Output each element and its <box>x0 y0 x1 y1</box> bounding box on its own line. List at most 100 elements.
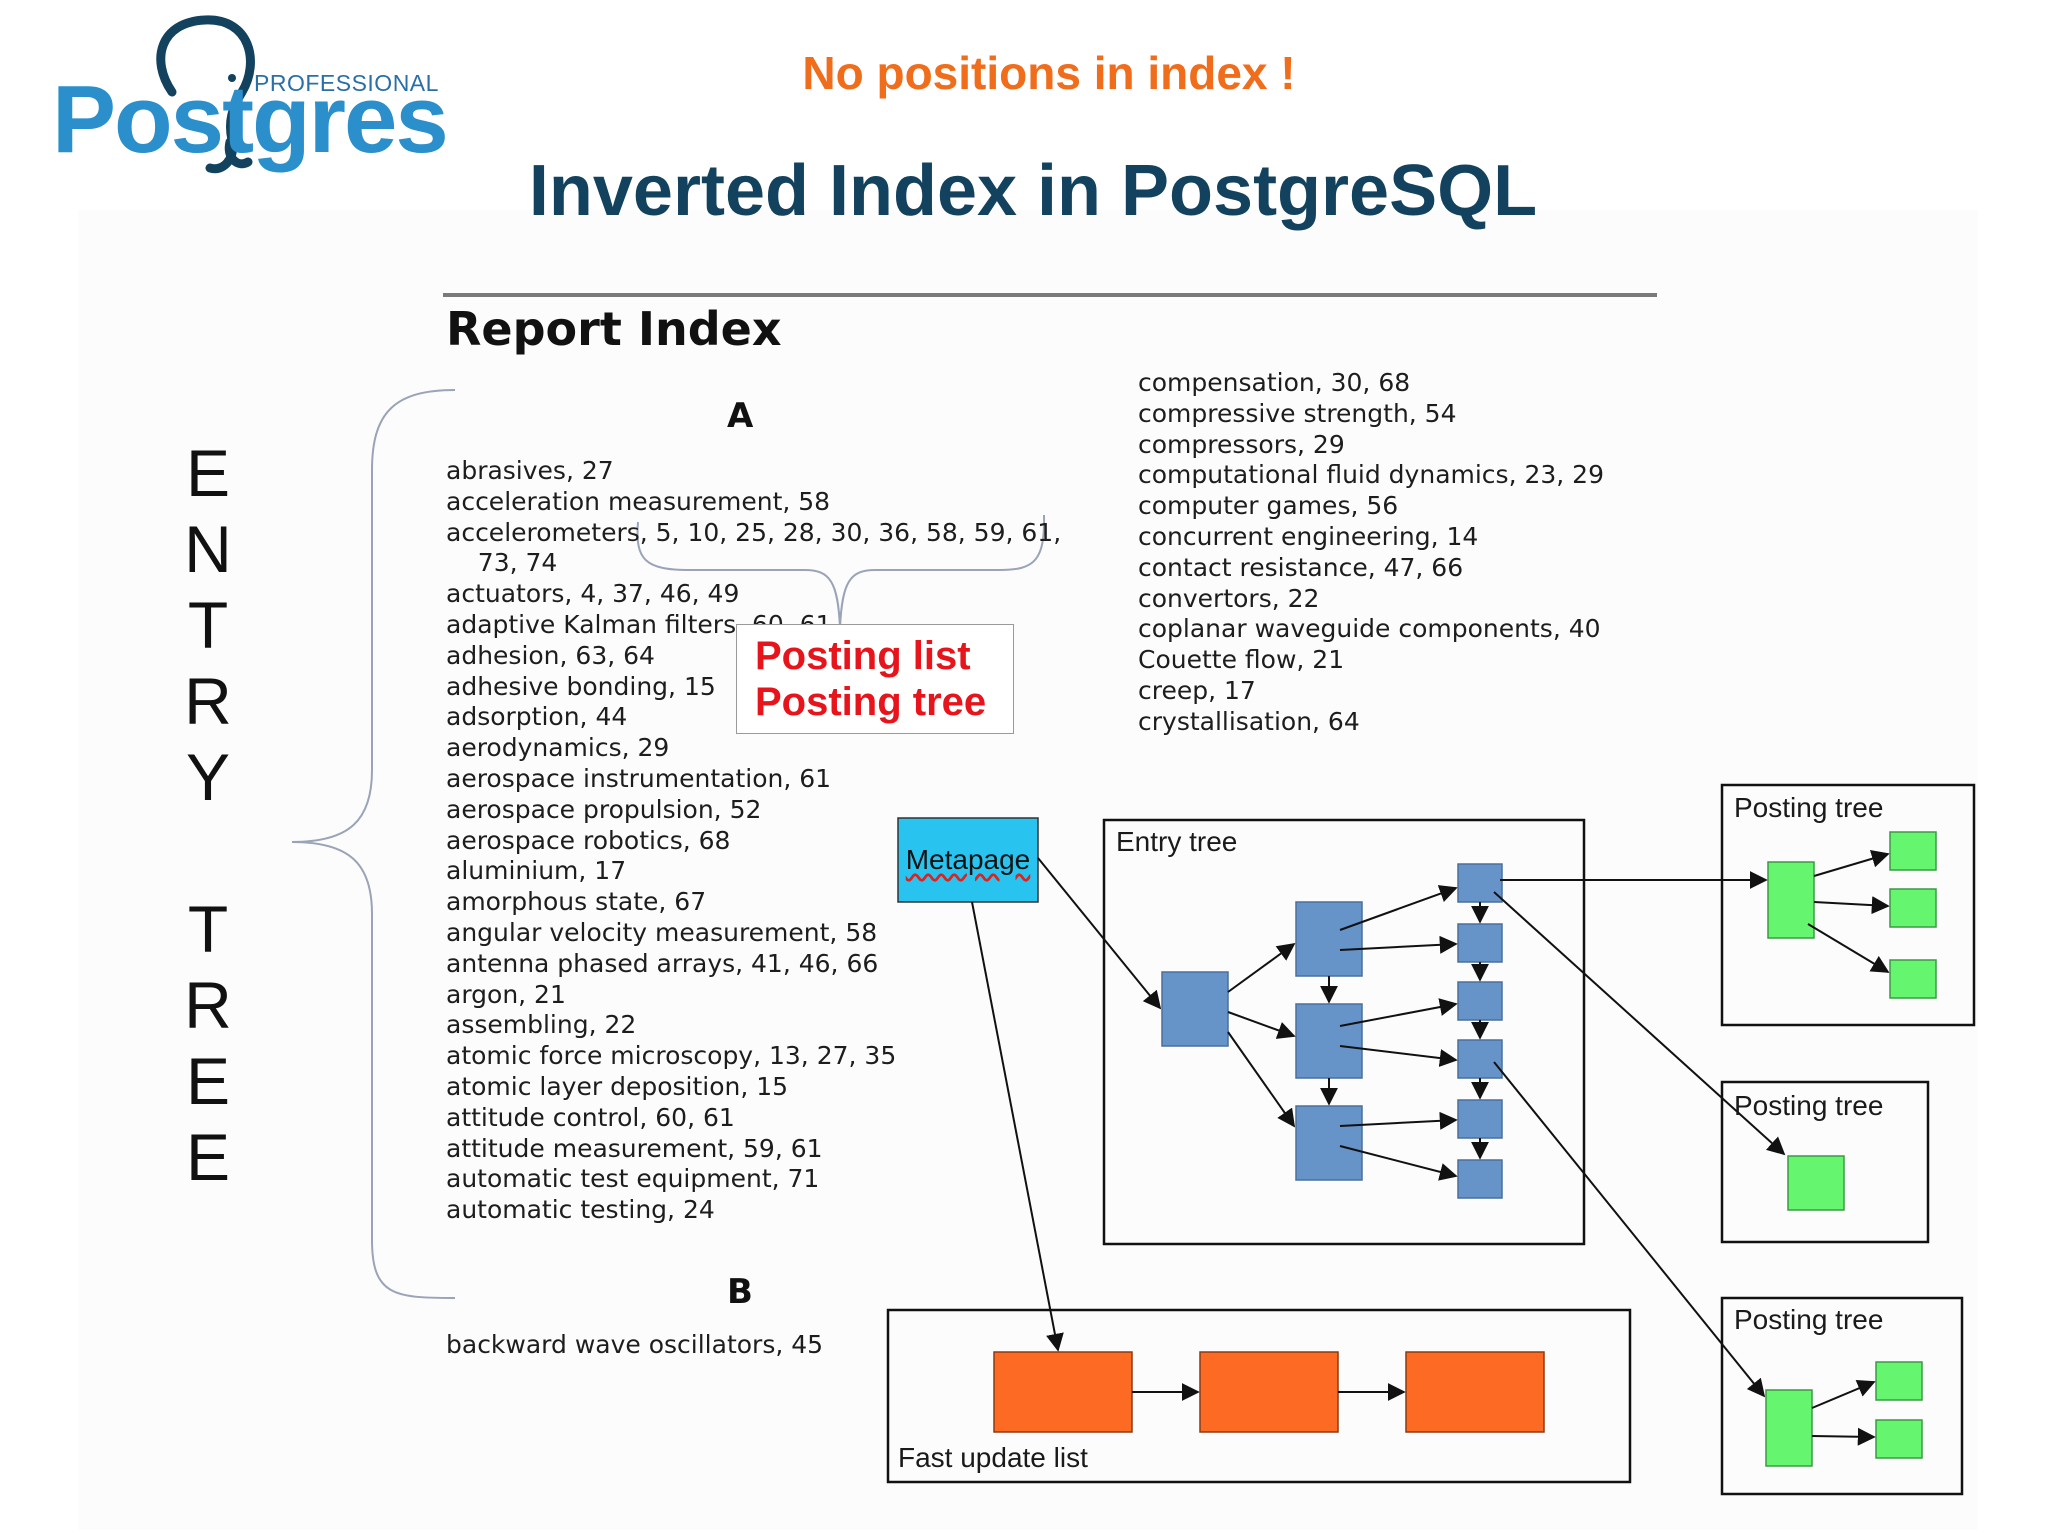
entry-inner-node-3 <box>1295 1105 1363 1181</box>
fast-update-list-label: Fast update list <box>898 1442 1088 1473</box>
arrow-inner3-to-leaf5 <box>1339 1111 1458 1130</box>
index-a-entry: aerospace propulsion, 52 <box>446 794 762 824</box>
index-a-entry: adhesive bonding, 15 <box>446 671 716 701</box>
posting-tree-1-leaf-3 <box>1889 959 1937 999</box>
section-letter-a: A <box>727 396 754 436</box>
index-a-entry: angular velocity measurement, 58 <box>446 917 878 947</box>
index-a-entry: assembling, 22 <box>446 1010 637 1040</box>
index-a-entry: aluminium, 17 <box>446 856 627 886</box>
section-letter-b: B <box>727 1272 753 1312</box>
fast-update-frame <box>886 1308 1632 1484</box>
posting-tree-3-leaf-1 <box>1875 1361 1923 1401</box>
arrow-metapage-to-fast-list <box>971 901 1064 1352</box>
arrow-leaf4-to-posting-tree-3 <box>1493 1061 1766 1398</box>
index-a-entry: argon, 21 <box>446 979 566 1009</box>
entry-leaf-node-1 <box>1457 863 1503 903</box>
entry-tree-letter: T <box>187 892 229 966</box>
index-c-entry: computer games, 56 <box>1138 491 1399 521</box>
report-index-title: Report Index <box>446 302 782 356</box>
metapage-box <box>897 817 1039 903</box>
posting-tree-label-2: Posting tree <box>1734 1090 1884 1121</box>
arrow-pt3-to-leaf2 <box>1811 1427 1876 1446</box>
posting-tree-1-leaf-1 <box>1889 831 1937 871</box>
index-a-entry: abrasives, 27 <box>446 456 614 485</box>
index-a-entry: attitude measurement, 59, 61 <box>446 1133 823 1163</box>
entry-leaf-node-3 <box>1457 981 1503 1021</box>
posting-list-label: Posting list <box>755 634 971 678</box>
index-a-entry: actuators, 4, 37, 46, 49 <box>446 579 740 609</box>
arrow-pt3-to-leaf1 <box>1811 1379 1876 1409</box>
index-a-entry: aerospace instrumentation, 61 <box>446 763 832 793</box>
entry-tree-letter: N <box>184 512 232 586</box>
index-a-entry: 73, 74 <box>446 548 558 578</box>
logo-postgres-wordmark: Postgres <box>52 66 449 173</box>
index-c-entry: Couette flow, 21 <box>1138 645 1345 675</box>
index-c-entry: coplanar waveguide components, 40 <box>1138 614 1601 644</box>
posting-tree-frame-2 <box>1720 1080 1930 1244</box>
index-a-entry: aerospace robotics, 68 <box>446 825 731 855</box>
index-c-entry: concurrent engineering, 14 <box>1138 521 1479 551</box>
posting-tree-1-root <box>1767 861 1815 939</box>
index-c-entry: compressive strength, 54 <box>1138 398 1457 428</box>
postgres-elephant-logo <box>156 15 255 174</box>
posting-tree-1-leaf-2 <box>1889 888 1937 928</box>
arrow-pt1-to-leaf2 <box>1813 896 1890 915</box>
index-c-entry: computational fluid dynamics, 23, 29 <box>1138 460 1604 490</box>
entry-tree-letter: E <box>185 1044 231 1118</box>
index-c-entry: contact resistance, 47, 66 <box>1138 552 1464 582</box>
index-a-entry: accelerometers, 5, 10, 25, 28, 30, 36, 5… <box>446 517 1062 547</box>
entry-tree-brace <box>291 389 456 1299</box>
posting-tree-label-3: Posting tree <box>1734 1304 1884 1335</box>
index-a-entry: attitude control, 60, 61 <box>446 1102 735 1132</box>
arrow-leaf1-to-posting-tree-2 <box>1493 891 1786 1156</box>
posting-tree-frame-3 <box>1720 1296 1964 1496</box>
entry-root-node <box>1161 971 1229 1047</box>
fast-update-node-1 <box>993 1351 1133 1433</box>
index-list-b: backward wave oscillators, 45 <box>446 1330 823 1361</box>
fast-update-node-2 <box>1199 1351 1339 1433</box>
slide-subtitle: No positions in index ! <box>802 47 1296 99</box>
index-a-entry: atomic layer deposition, 15 <box>446 1071 789 1101</box>
index-a-entry: adhesion, 63, 64 <box>446 640 655 670</box>
index-c-entry: creep, 17 <box>1138 675 1256 705</box>
arrow-inner3-to-leaf6 <box>1339 1145 1458 1181</box>
entry-tree-letter: R <box>184 968 232 1042</box>
entry-leaf-node-4 <box>1457 1039 1503 1079</box>
index-a-entry: automatic test equipment, 71 <box>446 1164 820 1194</box>
index-a-entry: antenna phased arrays, 41, 46, 66 <box>446 948 879 978</box>
arrow-inner1-to-leaf1 <box>1339 885 1458 931</box>
arrow-metapage-to-root <box>1037 857 1162 1010</box>
entry-tree-letter: R <box>184 664 232 738</box>
index-c-entry: convertors, 22 <box>1138 583 1320 613</box>
entry-inner-node-2 <box>1295 1003 1363 1079</box>
entry-tree-letter: T <box>187 588 229 662</box>
arrow-root-to-inner-2 <box>1227 1011 1296 1039</box>
metapage-label: Metapage <box>905 844 1031 875</box>
arrow-root-to-inner-3 <box>1227 1031 1296 1128</box>
index-a-entry: adsorption, 44 <box>446 702 628 732</box>
arrow-pt1-to-leaf1 <box>1813 849 1890 877</box>
entry-tree-letter: E <box>185 1120 231 1194</box>
posting-tree-3-leaf-2 <box>1875 1419 1923 1459</box>
arrow-pt1-to-leaf3 <box>1807 923 1890 973</box>
slide-title: Inverted Index in PostgreSQL <box>528 151 1538 231</box>
index-c-entry: compensation, 30, 68 <box>1138 368 1411 397</box>
index-a-entry: amorphous state, 67 <box>446 887 707 917</box>
entry-leaf-node-6 <box>1457 1159 1503 1199</box>
fast-update-node-3 <box>1405 1351 1545 1433</box>
index-a-entry: automatic testing, 24 <box>446 1195 715 1225</box>
entry-tree-letter: Y <box>185 740 231 814</box>
entry-inner-node-1 <box>1295 901 1363 977</box>
logo-professional-text: PROFESSIONAL <box>254 70 439 96</box>
arrow-inner2-to-leaf4 <box>1339 1045 1458 1067</box>
index-a-entry: atomic force microscopy, 13, 27, 35 <box>446 1041 897 1071</box>
index-c-entry: crystallisation, 64 <box>1138 706 1360 736</box>
entry-tree-frame <box>1102 818 1586 1246</box>
entry-tree-label: Entry tree <box>1116 826 1238 857</box>
posting-tree-3-root <box>1765 1389 1813 1467</box>
arrow-root-to-inner-1 <box>1227 942 1296 993</box>
index-c-entry: compressors, 29 <box>1138 429 1345 459</box>
